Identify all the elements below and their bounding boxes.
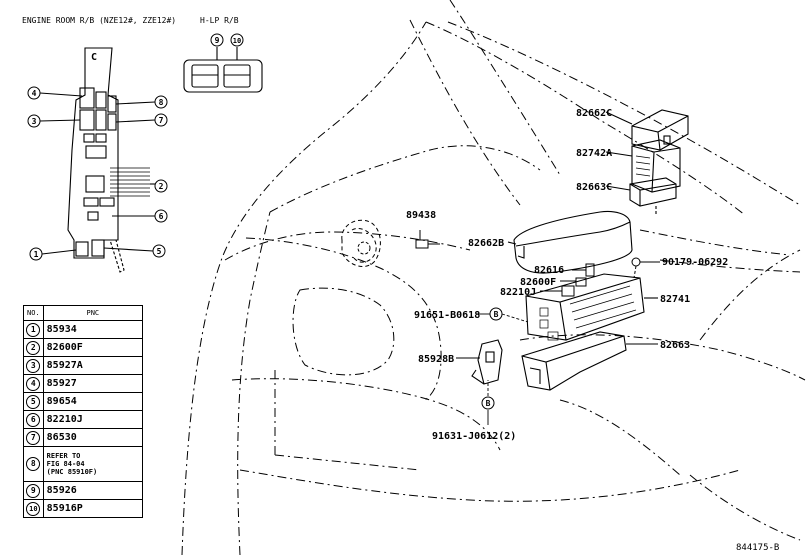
engine-room-header: ENGINE ROOM R/B (NZE12#, ZZE12#) [22,16,176,25]
table-row: 3 85927A [23,356,144,375]
row-pnc: 89654 [42,392,144,411]
row-number: 2 [26,340,41,355]
row-number: 9 [26,483,41,498]
callout-82741: 82741 [660,294,690,305]
callout-89438: 89438 [406,210,436,221]
callout-85928b: 85928B [418,354,454,365]
circle-label-10: 10 [233,37,241,45]
callout-82662b: 82662B [468,238,504,249]
horn-assembly [341,219,440,267]
relay-block-82741 [525,273,658,341]
table-row: 4 85927 [23,374,144,393]
refer-line: REFER TO [46,452,81,460]
table-row: 8 REFER TO FIG 84-04 (PNC 85910F) [23,446,144,482]
refer-line: FIG 84-04 [46,460,85,468]
bolt-circles [481,307,503,410]
relay-cover-82742a [605,139,681,193]
circle-label-4: 4 [32,89,37,98]
hlp-header: H-LP R/B [200,16,239,25]
lower-cover-82663 [521,331,658,391]
callout-82663c: 82663C [576,182,612,193]
row-number: 10 [26,501,41,516]
row-pnc: 85916P [42,499,144,518]
engine-room-relay-block [39,47,156,273]
circle-label-5: 5 [157,247,162,256]
relay-tray-82663c [605,177,677,214]
circle-label-9: 9 [215,36,220,45]
fuse-82600f [560,277,587,287]
figure-code: 844175-B [736,543,779,553]
row-pnc: 85926 [42,481,144,500]
row-number: 8 [26,457,41,471]
bolt-90179 [631,257,660,279]
relay-block-cover-82662b [507,210,633,274]
callout-82663: 82663 [660,340,690,351]
row-pnc: 85934 [42,320,144,339]
row-pnc: 82600F [42,338,144,357]
row-pnc: 85927A [42,356,144,375]
row-pnc: 86530 [42,428,144,447]
row-number: 7 [26,430,41,445]
callout-82210j: 82210J [500,287,536,298]
row-pnc: 82210J [42,410,144,429]
table-header-row: NO. PNC [23,305,144,321]
table-row: 2 82600F [23,338,144,357]
circle-label-2: 2 [159,182,164,191]
fuse-82616 [572,263,595,277]
bolt-leaders [478,313,529,425]
table-row: 1 85934 [23,320,144,339]
circle-label-8: 8 [159,98,164,107]
bolt-marker-upper: B [494,310,499,319]
row-refer: REFER TO FIG 84-04 (PNC 85910F) [42,446,144,482]
relay-cover-82662c [605,109,689,151]
table-row: 9 85926 [23,481,144,500]
row-pnc: 85927 [42,374,144,393]
pnc-table: NO. PNC 1 85934 2 82600F 3 85927A 4 8592… [23,305,144,518]
row-number: 1 [26,322,41,337]
callout-82616: 82616 [534,265,564,276]
refer-line: (PNC 85910F) [46,468,98,476]
callout-91651: 91651-B0618 [414,310,480,321]
relay-82210j [540,285,575,297]
bolt-marker-lower: B [486,399,491,408]
relay-block-letter: C [91,52,97,63]
callout-82662c: 82662C [576,108,612,119]
callout-90179: 90179-06292 [662,257,728,268]
col-header-no: NO. [23,305,44,321]
col-header-pnc: PNC [42,305,144,321]
table-row: 6 82210J [23,410,144,429]
hlp-relay-block [183,47,263,93]
callout-82742a: 82742A [576,148,612,159]
car-body-outline [181,0,806,556]
bracket-85928b [456,339,503,385]
circle-label-6: 6 [159,212,164,221]
circle-label-1: 1 [34,250,39,259]
row-number: 3 [26,358,41,373]
row-number: 4 [26,376,41,391]
circle-label-7: 7 [159,116,164,125]
callout-91631: 91631-J0612(2) [432,431,516,442]
table-row: 7 86530 [23,428,144,447]
row-number: 6 [26,412,41,427]
callout-82600f: 82600F [520,277,556,288]
row-number: 5 [26,394,41,409]
table-row: 5 89654 [23,392,144,411]
numbered-circles [27,33,244,261]
table-row: 10 85916P [23,499,144,518]
circle-label-3: 3 [32,117,37,126]
